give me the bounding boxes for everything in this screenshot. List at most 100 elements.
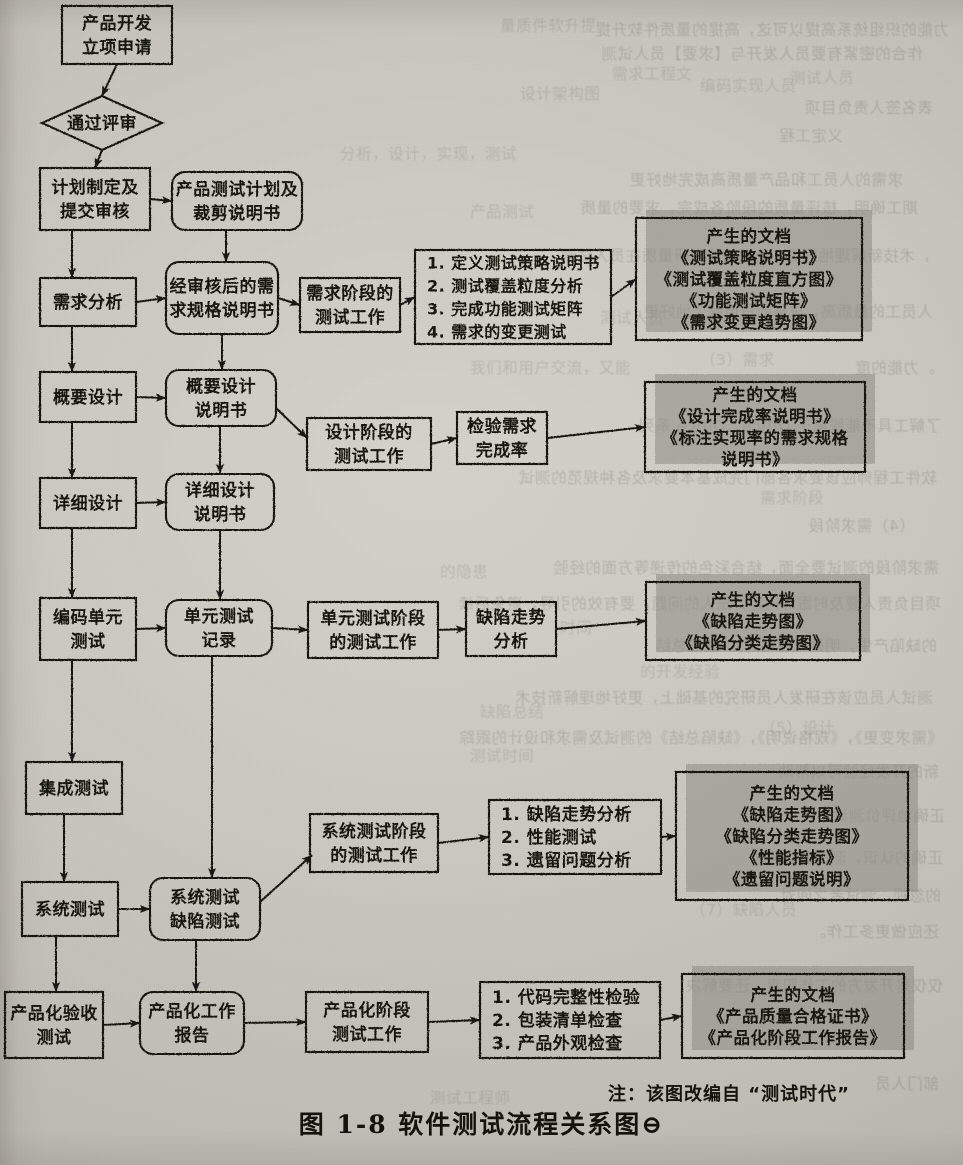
flow-edge — [243, 1018, 307, 1027]
diagram-edges — [51, 63, 683, 1028]
flow-node-label: 经审核后的需 — [170, 276, 275, 297]
flow-edge — [659, 1013, 683, 1022]
flow-edge — [259, 854, 313, 903]
flow-node-label: 1. 缺陷走势分析 — [501, 804, 632, 825]
flow-node-label: 产生的文档 — [713, 385, 798, 405]
flow-node-label: 说明书 — [195, 400, 248, 421]
flow-node-label: 测试工作 — [332, 1024, 402, 1045]
flow-edge — [437, 834, 490, 844]
flow-node-label: 单元测试 — [184, 606, 254, 627]
flow-edge — [271, 625, 309, 634]
flow-edge — [430, 436, 458, 445]
flow-node-label: 《测试策略说明书》 — [673, 247, 826, 267]
flow-node-label: 产品测试计划及 — [176, 179, 299, 200]
diagram-nodes: 产品开发立项申请通过评审计划制定及提交审核产品测试计划及裁剪说明书需求分析经审核… — [3, 4, 918, 1060]
flow-edge — [149, 195, 173, 205]
flow-node-label: 《需求变更趋势图》 — [673, 312, 826, 332]
flow-node-label: 的测试工作 — [330, 845, 418, 866]
flow-node: 产生的文档《缺陷走势图》《缺陷分类走势图》《性能指标》《遗留问题说明》 — [674, 764, 918, 902]
flow-node-label: 产生的文档 — [711, 589, 796, 609]
flow-node-label: 《缺陷走势图》 — [694, 611, 813, 631]
flow-node-label: 的测试工作 — [329, 632, 417, 653]
flow-node-label: 通过评审 — [67, 113, 137, 134]
flow-node-label: 记录 — [202, 631, 237, 651]
flow-node-label: 《缺陷分类走势图》 — [716, 826, 869, 846]
flow-node-label: 设计阶段的 — [325, 422, 413, 443]
flow-node-label: 报告 — [175, 1025, 210, 1046]
flow-node-label: 2. 包装清单检查 — [492, 1010, 623, 1031]
flow-node-label: 《标注实现率的需求规格 — [662, 428, 849, 448]
flow-node-label: 概要设计 — [53, 387, 123, 408]
flow-node-label: 说明书》 — [721, 449, 789, 469]
flow-node-label: 产品化工作 — [148, 1001, 236, 1022]
flow-node-label: 《产品化阶段工作报告》 — [700, 1027, 887, 1047]
flow-node-label: 产生的文档 — [707, 226, 792, 246]
flow-node-label: 4. 需求的变更测试 — [427, 322, 567, 341]
flow-node-label: 检验需求 — [467, 416, 537, 437]
flow-node-label: 缺陷测试 — [170, 911, 240, 932]
flow-node: 缺陷走势分析 — [464, 600, 558, 658]
flow-node-label: 测试工作 — [334, 446, 404, 467]
figure-caption: 图 1-8 软件测试流程关系图⊖ — [298, 1110, 665, 1139]
flow-node-label: 《产品质量合格证书》 — [708, 1006, 878, 1026]
flow-edge — [94, 149, 103, 169]
flow-node-label: 测试 — [71, 631, 106, 652]
flow-node: 概要设计 — [38, 370, 138, 424]
flow-node-label: 测试工作 — [315, 307, 385, 328]
flow-node: 系统测试 — [20, 880, 120, 938]
flow-node-label: 提交审核 — [60, 201, 130, 222]
flow-node-label: 3. 遗留问题分析 — [501, 850, 632, 871]
flow-node-label: 《设计完成率说明书》 — [670, 406, 840, 426]
flow-node-label: 系统测试 — [35, 899, 105, 920]
flow-node-label: 3. 产品外观检查 — [492, 1033, 623, 1054]
flow-edge — [546, 424, 646, 439]
flow-edge — [610, 278, 637, 298]
flow-node: 通过评审 — [39, 94, 165, 152]
flow-node-label: 概要设计 — [186, 376, 256, 397]
flow-edge — [427, 1016, 481, 1025]
flow-node-label: 1. 代码完整性检验 — [492, 987, 641, 1008]
flow-node-label: 分析 — [494, 631, 529, 652]
flow-node-label: 产品开发 — [82, 13, 152, 34]
flow-node-label: 产生的文档 — [750, 783, 835, 803]
flow-node-label: 《性能指标》 — [741, 847, 843, 867]
flow-node-label: 《功能测试矩阵》 — [681, 290, 817, 310]
flow-node-label: 3. 完成功能测试矩阵 — [427, 299, 583, 318]
flow-node-label: 集成测试 — [38, 778, 109, 799]
flow-edge — [135, 624, 167, 633]
flow-node-label: 需求阶段的 — [306, 283, 394, 304]
flow-node-label: 详细设计 — [185, 480, 255, 501]
flow-node-label: 《缺陷分类走势图》 — [677, 632, 830, 652]
flow-node-label: 完成率 — [476, 440, 529, 461]
flow-node-label: 2. 测试覆盖粒度分析 — [427, 276, 583, 295]
flow-edge — [135, 498, 167, 507]
figure-note: 注：该图改编自 “测试时代” — [608, 1084, 850, 1105]
flow-node: 集成测试 — [24, 760, 124, 816]
flow-edge — [437, 625, 467, 634]
flow-node-label: 《缺陷走势图》 — [733, 804, 852, 824]
flow-edge — [135, 393, 167, 402]
flow-node-label: 测试 — [37, 1027, 72, 1048]
flow-node-label: 系统测试阶段 — [322, 821, 427, 842]
flow-edge — [275, 407, 308, 439]
flow-node-label: 产生的文档 — [751, 984, 836, 1004]
flow-edge — [660, 832, 677, 841]
flow-edge — [135, 295, 167, 304]
